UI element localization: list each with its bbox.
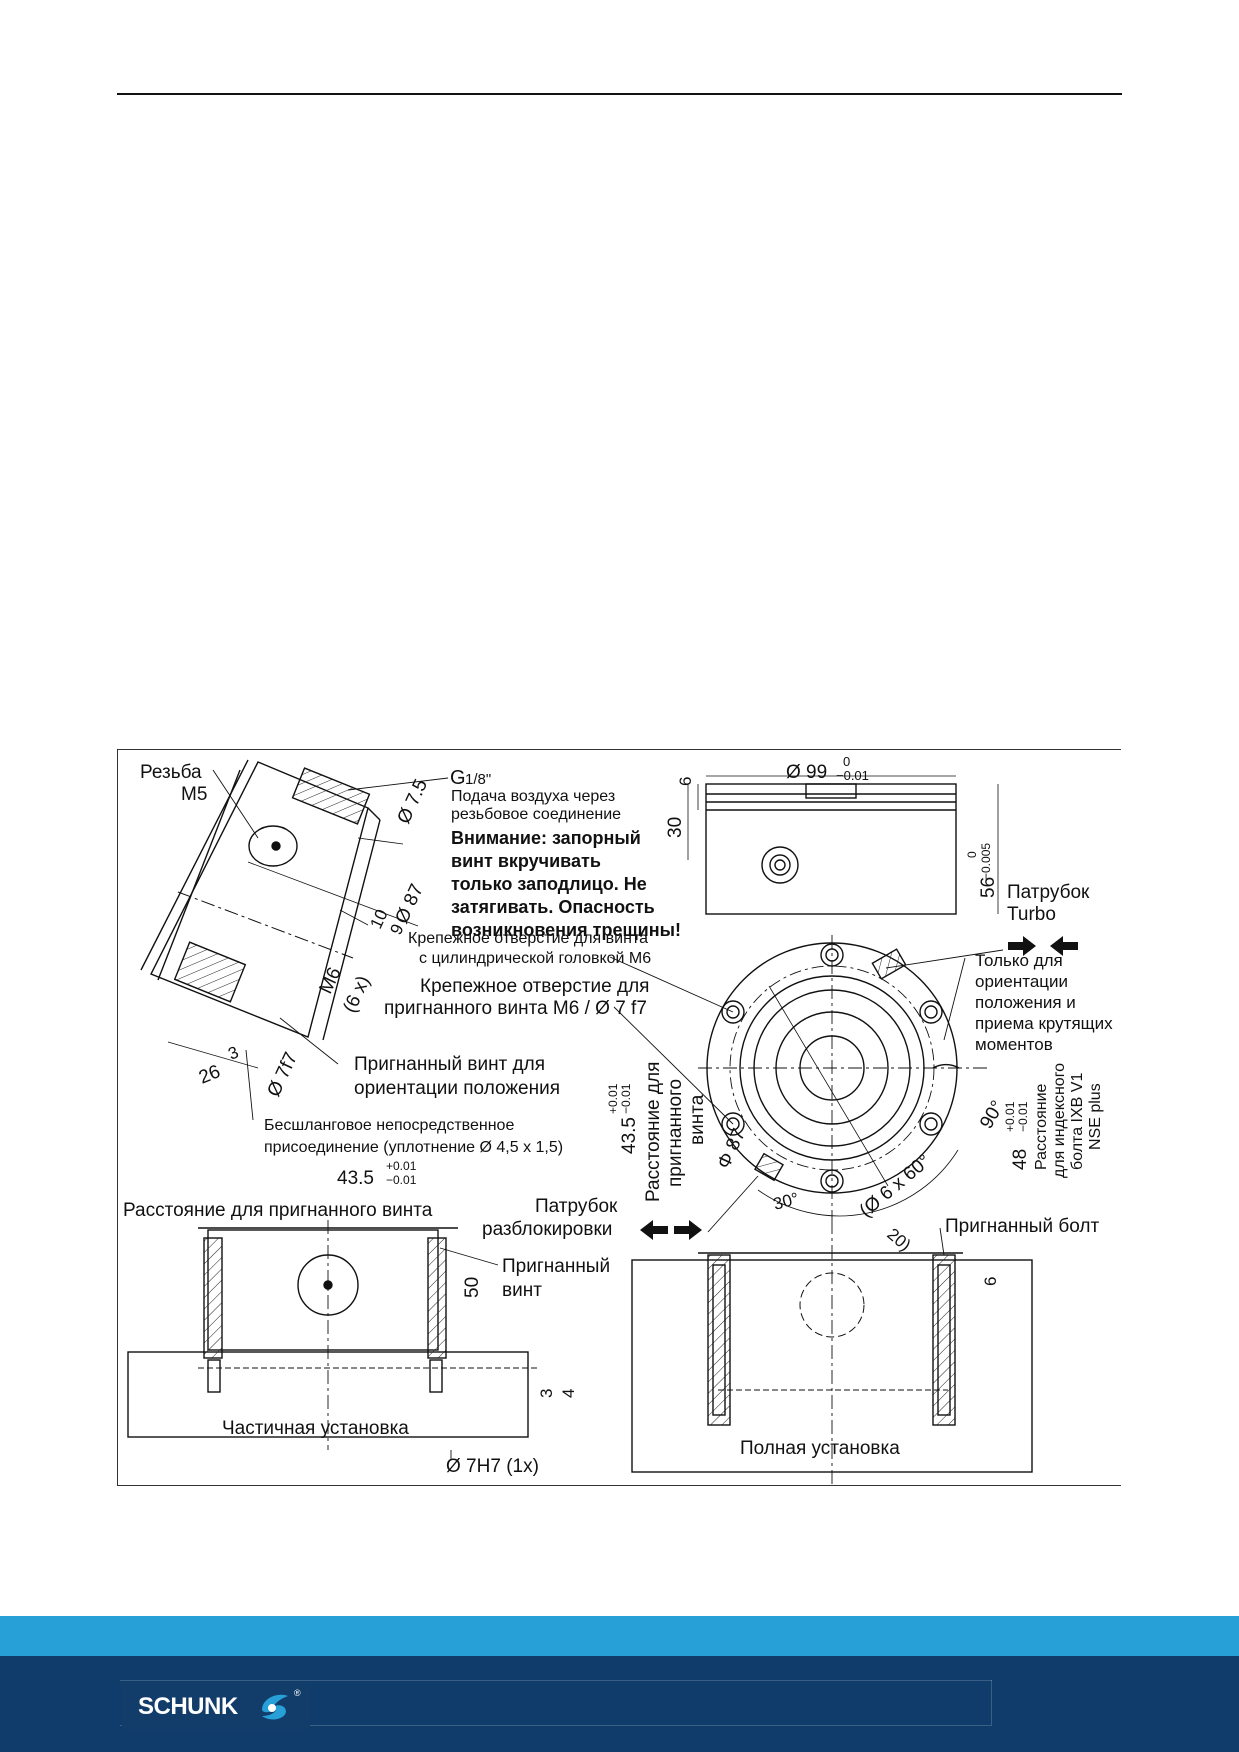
top-view [698, 935, 988, 1220]
label-dim6-b: 6 [981, 1277, 1000, 1286]
label-thread-1: Резьба [140, 762, 202, 783]
label-mount-hole-m6-2: с цилиндрической головкой M6 [419, 950, 651, 967]
label-d87: Ø 87 [391, 881, 427, 927]
label-full: Полная установка [740, 1438, 900, 1459]
side-body [705, 783, 957, 915]
label-only-orient-4: приема крутящих [975, 1014, 1113, 1033]
label-only-orient-1: Только для [975, 951, 1063, 970]
label-turbo-2: Turbo [1007, 904, 1056, 925]
label-dim48: 48 [1010, 1149, 1031, 1170]
label-mount-hole-fit-1: Крепежное отверстие для [420, 976, 649, 997]
partial-installation [127, 1220, 538, 1450]
label-only-orient-2: ориентации [975, 972, 1068, 991]
label-dim3-b: 3 [537, 1389, 556, 1398]
label-d99-tol-dn: −0.01 [836, 768, 869, 783]
label-dim56-tol-up: 0 [965, 851, 979, 858]
drawing-labels: Резьба M5 G 1/8" Подача воздуха через ре… [123, 754, 1113, 1477]
label-release-1: Патрубок [535, 1196, 618, 1217]
release-arrows [640, 1220, 702, 1240]
label-d99: Ø 99 [786, 762, 827, 783]
label-dim3: 3 [225, 1043, 241, 1064]
label-dim26: 26 [196, 1061, 223, 1088]
label-hoseless-1: Бесшланговое непосредственное [264, 1117, 514, 1134]
footer-divider-top [120, 1680, 992, 1681]
footer-band-light [0, 1616, 1239, 1656]
label-hoseless-2: присоединение (уплотнение Ø 4,5 x 1,5) [264, 1139, 563, 1156]
label-dist-fit-v-3: винта [687, 1094, 708, 1145]
label-dim435-h: 43.5 [337, 1168, 374, 1189]
label-mount-hole-m6-1: Крепежное отверстие для винта [408, 930, 648, 947]
footer-divider-bottom [120, 1725, 992, 1726]
label-partial: Частичная установка [222, 1418, 409, 1439]
logo-wordmark: SCHUNK [138, 1693, 238, 1720]
label-d99-tol-up: 0 [843, 754, 850, 769]
label-d6x60: (Ø 6 x 60° [856, 1151, 935, 1222]
label-fitted-screw-orient-2: ориентации положения [354, 1078, 560, 1099]
label-dist-index-2: для индексного [1051, 1063, 1068, 1178]
leader-lines [212, 769, 1004, 1460]
label-dim6: 6 [676, 777, 695, 786]
label-air-feed-2: резьбовое соединение [451, 806, 621, 823]
label-dist-fit-v-1: Расстояние для [643, 1062, 664, 1202]
logo-registered-mark: ® [294, 1688, 301, 1698]
label-g18-sup: 1/8" [465, 771, 491, 788]
logo-swirl-icon [262, 1694, 288, 1720]
label-only-orient-5: моментов [975, 1035, 1053, 1054]
label-turbo-1: Патрубок [1007, 882, 1090, 903]
label-d7h7: Ø 7H7 (1x) [446, 1456, 539, 1477]
label-dist-index-1: Расстояние [1033, 1083, 1050, 1170]
schunk-logo: SCHUNK ® [122, 1682, 310, 1730]
header-rule [117, 93, 1122, 95]
label-dim30deg: 30° [771, 1189, 801, 1214]
label-tol-m-48: −0.01 [1016, 1101, 1030, 1132]
turbo-arrows [1008, 936, 1078, 956]
label-g18: G [450, 767, 466, 789]
isometric-view [140, 759, 419, 1069]
side-port [761, 846, 799, 884]
label-dim56: 56 [978, 877, 999, 898]
iso-port-circle [248, 825, 298, 867]
label-fitted-screw-1: Пригнанный [502, 1256, 610, 1277]
label-release-2: разблокировки [482, 1219, 612, 1240]
drawing-svg: Резьба M5 G 1/8" Подача воздуха через ре… [123, 754, 1113, 1485]
label-warning-4: затягивать. Опасность [451, 897, 655, 917]
label-mount-hole-fit-2: пригнанного винта M6 / Ø 7 f7 [384, 998, 647, 1019]
label-warning-5: возникновения трещины! [451, 920, 681, 940]
label-dist-index-4: NSE plus [1087, 1083, 1104, 1150]
label-dist-fit-v-2: пригнанного [665, 1079, 686, 1187]
label-dist-fit-h: Расстояние для пригнанного винта [123, 1200, 433, 1221]
label-tol-p-h: +0.01 [386, 1159, 417, 1173]
label-dist-index-3: болта IXB V1 [1069, 1073, 1086, 1170]
label-d7f7: Ø 7f7 [263, 1049, 302, 1100]
label-tol-m-h: −0.01 [386, 1173, 417, 1187]
label-dim4: 4 [559, 1389, 578, 1398]
label-dim20: 20) [883, 1225, 914, 1255]
label-tol-p-v: +0.01 [606, 1083, 620, 1114]
label-dim56-tol-dn: −0.005 [979, 843, 993, 880]
label-air-feed-1: Подача воздуха через [451, 788, 615, 805]
label-warning-1: Внимание: запорный [451, 828, 641, 848]
label-dim50: 50 [462, 1277, 483, 1298]
label-dim30: 30 [665, 817, 686, 838]
label-phi87: Φ 87 [713, 1126, 750, 1173]
footer-divider-vertical [991, 1680, 992, 1725]
label-tol-p-48: +0.01 [1003, 1101, 1017, 1132]
full-installation [631, 1220, 1033, 1485]
label-warning-3: только заподлицо. Не [451, 874, 647, 894]
label-tol-m-v: −0.01 [619, 1083, 633, 1114]
label-warning-2: винт вкручивать [451, 851, 601, 871]
label-6x: (6 x) [339, 973, 374, 1016]
label-fitted-screw-orient-1: Пригнанный винт для [354, 1054, 545, 1075]
technical-drawing: Резьба M5 G 1/8" Подача воздуха через ре… [117, 749, 1121, 1486]
label-dim435-v: 43.5 [619, 1117, 640, 1154]
label-fitted-bolt: Пригнанный болт [945, 1216, 1099, 1237]
label-fitted-screw-2: винт [502, 1280, 542, 1301]
label-only-orient-3: положения и [975, 993, 1076, 1012]
side-view [687, 775, 999, 915]
label-thread-2: M5 [181, 784, 207, 805]
